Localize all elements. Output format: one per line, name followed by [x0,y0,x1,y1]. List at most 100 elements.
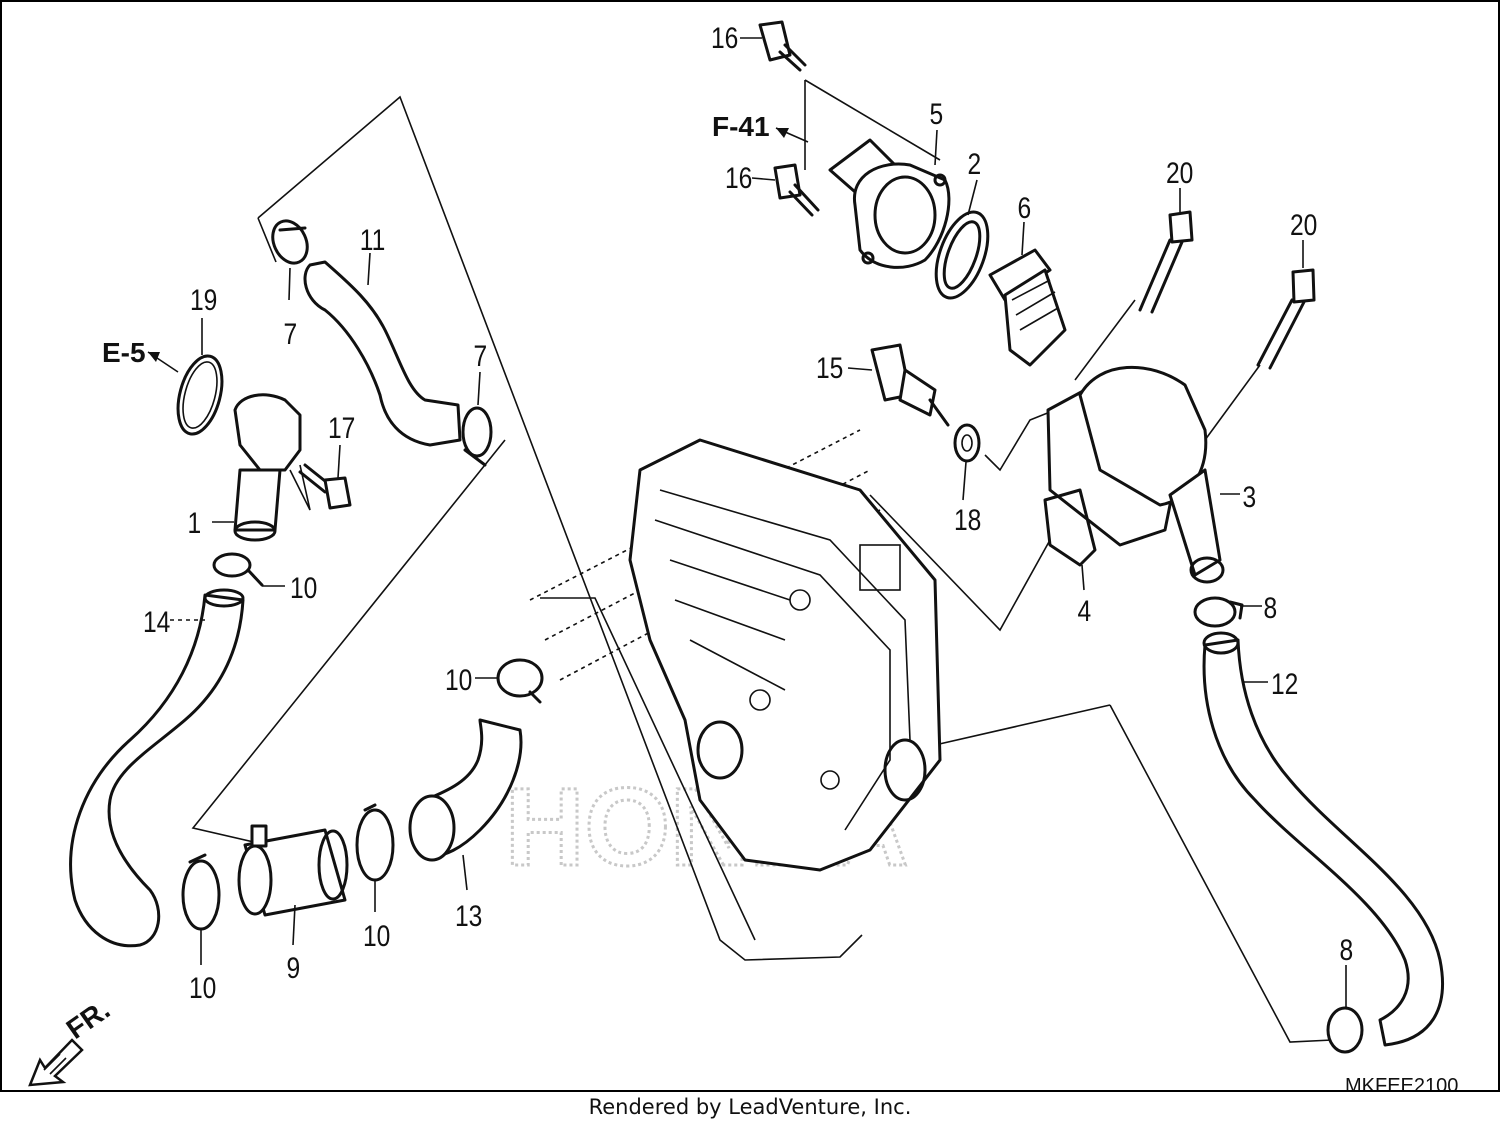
washer-outer [953,423,981,463]
clamp-8-upper-band [1193,596,1237,628]
head-boss-a [696,720,744,780]
hose-12 [1202,631,1445,1047]
o-ring-inner [182,361,218,429]
leader-9 [292,904,296,946]
clamp-7-lower-tab [463,448,487,467]
label-7b: 7 [474,339,488,373]
hose-11 [303,260,462,447]
washer-inner [961,434,973,452]
bracket-sensor [984,409,1056,472]
label-11: 11 [360,223,386,257]
bracket-pipe-link [540,597,756,941]
clamp-10a-band [212,552,252,578]
label-17: 17 [328,411,355,445]
clamp-10d-tab [363,803,377,812]
head-hole-b [749,689,771,711]
bolt-16-lower-thread [788,183,820,217]
clamp-10a [212,552,264,587]
hose-12-end [1202,631,1240,655]
leader-11 [367,252,371,286]
head-edge-a [659,489,911,741]
head-outline [628,438,942,872]
thermostat-6 [988,248,1067,367]
bracket-bolt-upper [804,79,941,161]
hose-12-body [1202,638,1445,1047]
label-10a: 10 [290,571,317,605]
label-1: 1 [188,506,202,540]
outlet-bracket [289,464,311,511]
seal-outer [934,210,990,300]
arrow-e5 [148,352,160,362]
clamp-7-upper [271,219,309,265]
leader-2 [967,179,978,216]
head-ribs [669,559,791,691]
leader-7a [288,267,291,301]
gasket-outline [1043,488,1097,567]
pipe-nipple [250,824,268,848]
leader-13 [462,854,468,891]
leader-16b [751,177,776,181]
clamp-10d-band [355,808,395,882]
clamp-8-upper-tab [1228,600,1244,620]
leader-5 [934,129,938,166]
label-14: 14 [143,605,170,639]
ref-e5: E-5 [102,337,146,368]
label-4: 4 [1078,594,1092,628]
cover-bolt-hole-a [933,173,947,187]
o-ring-outer [176,354,224,436]
label-16-upper: 16 [711,21,738,55]
sensor-hex [898,368,937,417]
bracket-upper-hose [257,95,863,961]
label-19: 19 [190,283,217,317]
label-10b: 10 [445,663,472,697]
bolt-20b-head [1291,268,1316,304]
thermostat-cover-5 [828,138,951,269]
label-5: 5 [930,97,944,131]
pipe-end-left [237,844,273,916]
diagram-code: MKFEE2100 [1345,1075,1458,1090]
arrow-f41 [776,128,789,138]
assembly-brackets [191,79,1333,1043]
bolt-20a [1138,210,1194,314]
clamp-10b [496,658,544,704]
label-2: 2 [968,147,982,181]
bracket-lower-hose [1109,704,1333,1043]
clamp-10c [181,853,221,931]
leader-6 [1021,221,1025,256]
ref-f41: F-41 [712,111,770,142]
clamp-10b-band [496,658,544,698]
outlet-flange [233,393,302,472]
gasket-4 [1043,488,1097,567]
label-7a: 7 [284,317,298,351]
front-arrow-icon [28,1038,84,1087]
sensor-tip [928,398,950,427]
label-15: 15 [816,351,843,385]
label-20b: 20 [1290,208,1317,242]
clamp-8-lower-band [1326,1006,1364,1054]
bracket-bolt20b [1204,364,1261,441]
footer-credit: Rendered by LeadVenture, Inc. [588,1095,912,1119]
clamp-8-upper [1193,596,1244,628]
leader-lines [147,37,1347,1008]
bolt-20b-shank [1256,298,1306,370]
hose-14-body [69,593,245,948]
temp-sensor-15 [870,343,950,427]
water-pipe-9 [237,824,349,917]
label-13: 13 [455,899,482,933]
o-ring-19 [176,354,224,436]
clamp-7-upper-tab [278,226,307,232]
label-16-lower: 16 [725,161,752,195]
label-10c: 10 [189,971,216,1005]
front-direction-indicator: FR. [28,994,115,1087]
clamp-7-lower [461,406,493,467]
reference-labels: E-5 F-41 [102,111,770,368]
bolt-16-lower [773,163,820,217]
clamp-10b-tab [528,690,542,704]
washer-18 [953,423,981,463]
front-arrow-hatch [43,1053,67,1075]
thermostat-flange [988,248,1052,302]
housing-outlet-end [1189,556,1225,584]
clamp-10c-band [181,859,221,931]
label-6: 6 [1018,191,1032,225]
outlet-end [233,520,277,542]
